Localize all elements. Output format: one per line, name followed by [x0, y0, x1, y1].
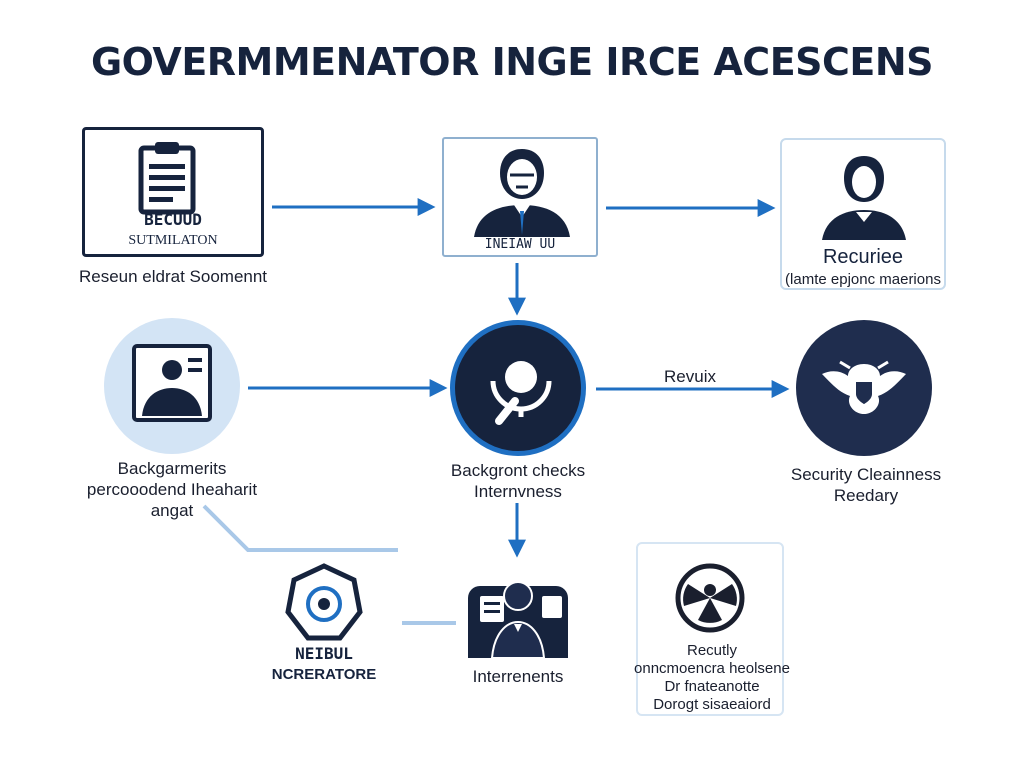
node-background-center-caption: Backgront checks Internvness [420, 460, 616, 502]
node-security-clearance-caption-line2: Reedary [833, 486, 899, 505]
node-background-left[interactable] [104, 318, 240, 454]
node-submission-line2: SUTMILATON [128, 233, 218, 248]
node-background-left-caption-line1: Backgarmerits [117, 459, 227, 478]
node-security-review-caption-line2: onncmoencra heolsene [634, 660, 790, 677]
node-requires-title: Recuriee [822, 246, 904, 268]
node-security-clearance-caption-line1: Security Cleainness [790, 465, 942, 484]
clipboard-icon [138, 142, 196, 215]
node-background-left-caption-line2: percooodend Iheaharit [86, 480, 258, 499]
node-neibul[interactable]: NEIBUL NCRERATORE [256, 560, 392, 690]
node-security-clearance-caption: Security Cleainness Reedary [770, 464, 962, 506]
magnifier-icon [490, 361, 552, 425]
edge-label-review: Revuix [664, 367, 716, 386]
node-requires[interactable]: Recuriee (lamte epjonc maerions [780, 138, 946, 290]
node-interrenents-caption: Interrenents [472, 667, 564, 686]
node-interview-top[interactable]: INEIAW UU [442, 137, 598, 257]
node-background-center-caption-line2: Internvness [474, 482, 562, 501]
diagram-title: GOVERMMENATOR INGE IRCE ACESCENS [90, 40, 934, 84]
node-neibul-line1: NEIBUL [295, 644, 353, 663]
node-submission-line1: BECUUD [144, 210, 202, 229]
officer-icon [474, 149, 570, 237]
node-background-left-caption-line3: angat [150, 501, 194, 520]
badge-icon [285, 563, 363, 641]
node-background-center[interactable] [450, 320, 586, 456]
node-security-review-caption: Recutly onncmoencra heolsene Dr fnateano… [628, 642, 796, 714]
radiation-icon [675, 563, 745, 633]
node-neibul-line2: NCRERATORE [271, 666, 377, 683]
node-interrenents[interactable] [456, 566, 580, 662]
node-submission[interactable]: BECUUD SUTMILATON [82, 127, 264, 257]
eagle-shield-icon [822, 360, 906, 414]
presenter-icon [468, 581, 568, 659]
node-security-review-caption-line1: Recutly [686, 642, 738, 659]
connector-left-elbow [202, 504, 398, 552]
node-security-review-caption-line4: Dorogt sisaeaiord [653, 696, 771, 713]
person-icon [822, 156, 906, 240]
node-submission-caption: Reseun eldrat Soomennt [78, 267, 268, 286]
node-security-review-caption-line3: Dr fnateanotte [664, 678, 760, 695]
node-security-review[interactable]: Recutly onncmoencra heolsene Dr fnateano… [634, 542, 790, 716]
node-background-left-caption: Backgarmerits percooodend Iheaharit anga… [70, 458, 274, 521]
id-card-icon [132, 344, 212, 422]
node-background-center-caption-line1: Backgront checks [450, 461, 586, 480]
node-requires-subtitle: (lamte epjonc maerions [785, 271, 941, 288]
node-interview-top-label: INEIAW UU [484, 237, 556, 252]
node-security-clearance[interactable] [796, 320, 932, 456]
